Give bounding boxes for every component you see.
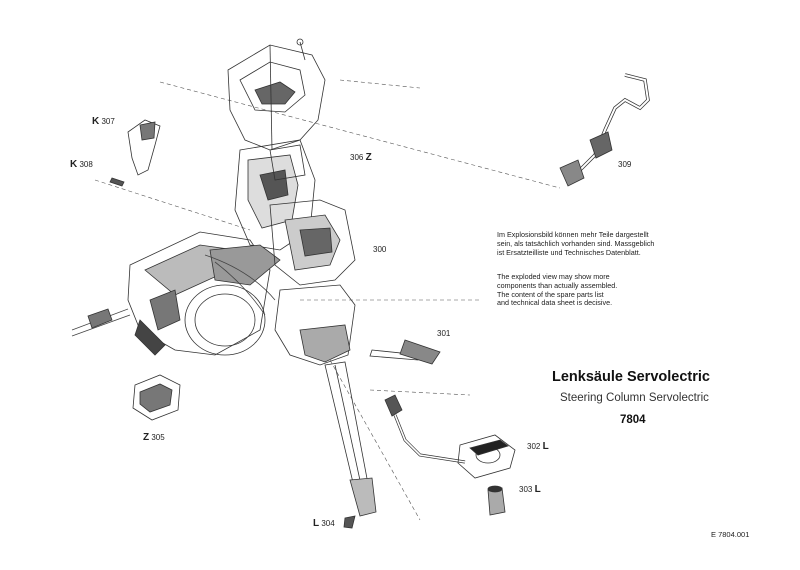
pin-304: [343, 515, 356, 529]
title-german: Lenksäule Servolectric: [552, 369, 710, 385]
label-309: 309: [618, 160, 632, 169]
assembly-axes: [94, 79, 561, 521]
connector-305: [132, 374, 181, 421]
screw-308: [109, 177, 125, 187]
sleeve-303: [487, 485, 506, 516]
label-l302: 302 L: [527, 441, 549, 452]
label-z305: Z 305: [143, 432, 165, 443]
label-k307: K 307: [92, 116, 115, 127]
column-body: [234, 139, 316, 251]
servo-motor-assembly: [127, 231, 281, 356]
title-english: Steering Column Servolectric: [560, 392, 709, 404]
screw-rods-left: [71, 308, 131, 337]
upper-column-housing: [227, 38, 326, 151]
bracket-307: [127, 119, 161, 176]
document-reference: E 7804.001: [711, 530, 750, 539]
label-l303: 303 L: [519, 484, 541, 495]
label-l304: L 304: [313, 518, 335, 529]
cable-309: [559, 73, 650, 187]
label-z306: 306 Z: [350, 152, 372, 163]
assembly-number: 7804: [620, 414, 646, 426]
label-k308: K 308: [70, 159, 93, 170]
gear-housing: [269, 199, 356, 286]
note-german: Im Explosionsbild können mehr Teile darg…: [497, 230, 655, 257]
lower-shaft: [274, 284, 377, 517]
sensor-ring-302: [384, 394, 516, 479]
label-300: 300: [373, 245, 387, 254]
note-english: The exploded view may show more componen…: [497, 272, 618, 308]
label-301: 301: [437, 329, 451, 338]
bolt-301: [369, 339, 441, 365]
